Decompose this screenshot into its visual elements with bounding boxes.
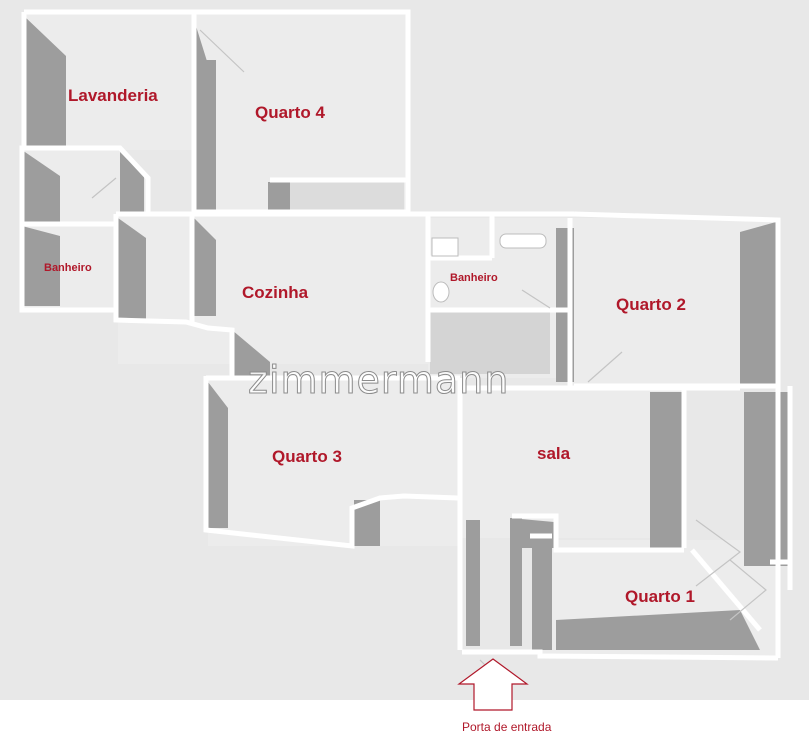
floor-plan-area: Lavanderia Quarto 4 Banheiro Cozinha Ban… <box>0 0 809 700</box>
wall-shading <box>22 16 790 650</box>
room-label-quarto-3: Quarto 3 <box>272 447 342 466</box>
room-label-banheiro-left: Banheiro <box>44 262 92 274</box>
room-label-banheiro-center: Banheiro <box>450 272 498 284</box>
room-label-cozinha: Cozinha <box>242 283 309 302</box>
room-label-quarto-1: Quarto 1 <box>625 587 695 606</box>
doors <box>91 29 767 681</box>
walls <box>19 9 793 661</box>
room-label-lavanderia: Lavanderia <box>68 86 158 105</box>
room-label-sala: sala <box>537 444 571 463</box>
room-label-quarto-4: Quarto 4 <box>255 103 325 122</box>
entrance-caption: Porta de entrada <box>462 720 552 734</box>
room-floors <box>22 14 776 656</box>
floor-plan <box>19 9 793 681</box>
room-label-quarto-2: Quarto 2 <box>616 295 686 314</box>
watermark: zimmermann <box>247 358 510 403</box>
bathroom-fixtures <box>431 233 547 303</box>
